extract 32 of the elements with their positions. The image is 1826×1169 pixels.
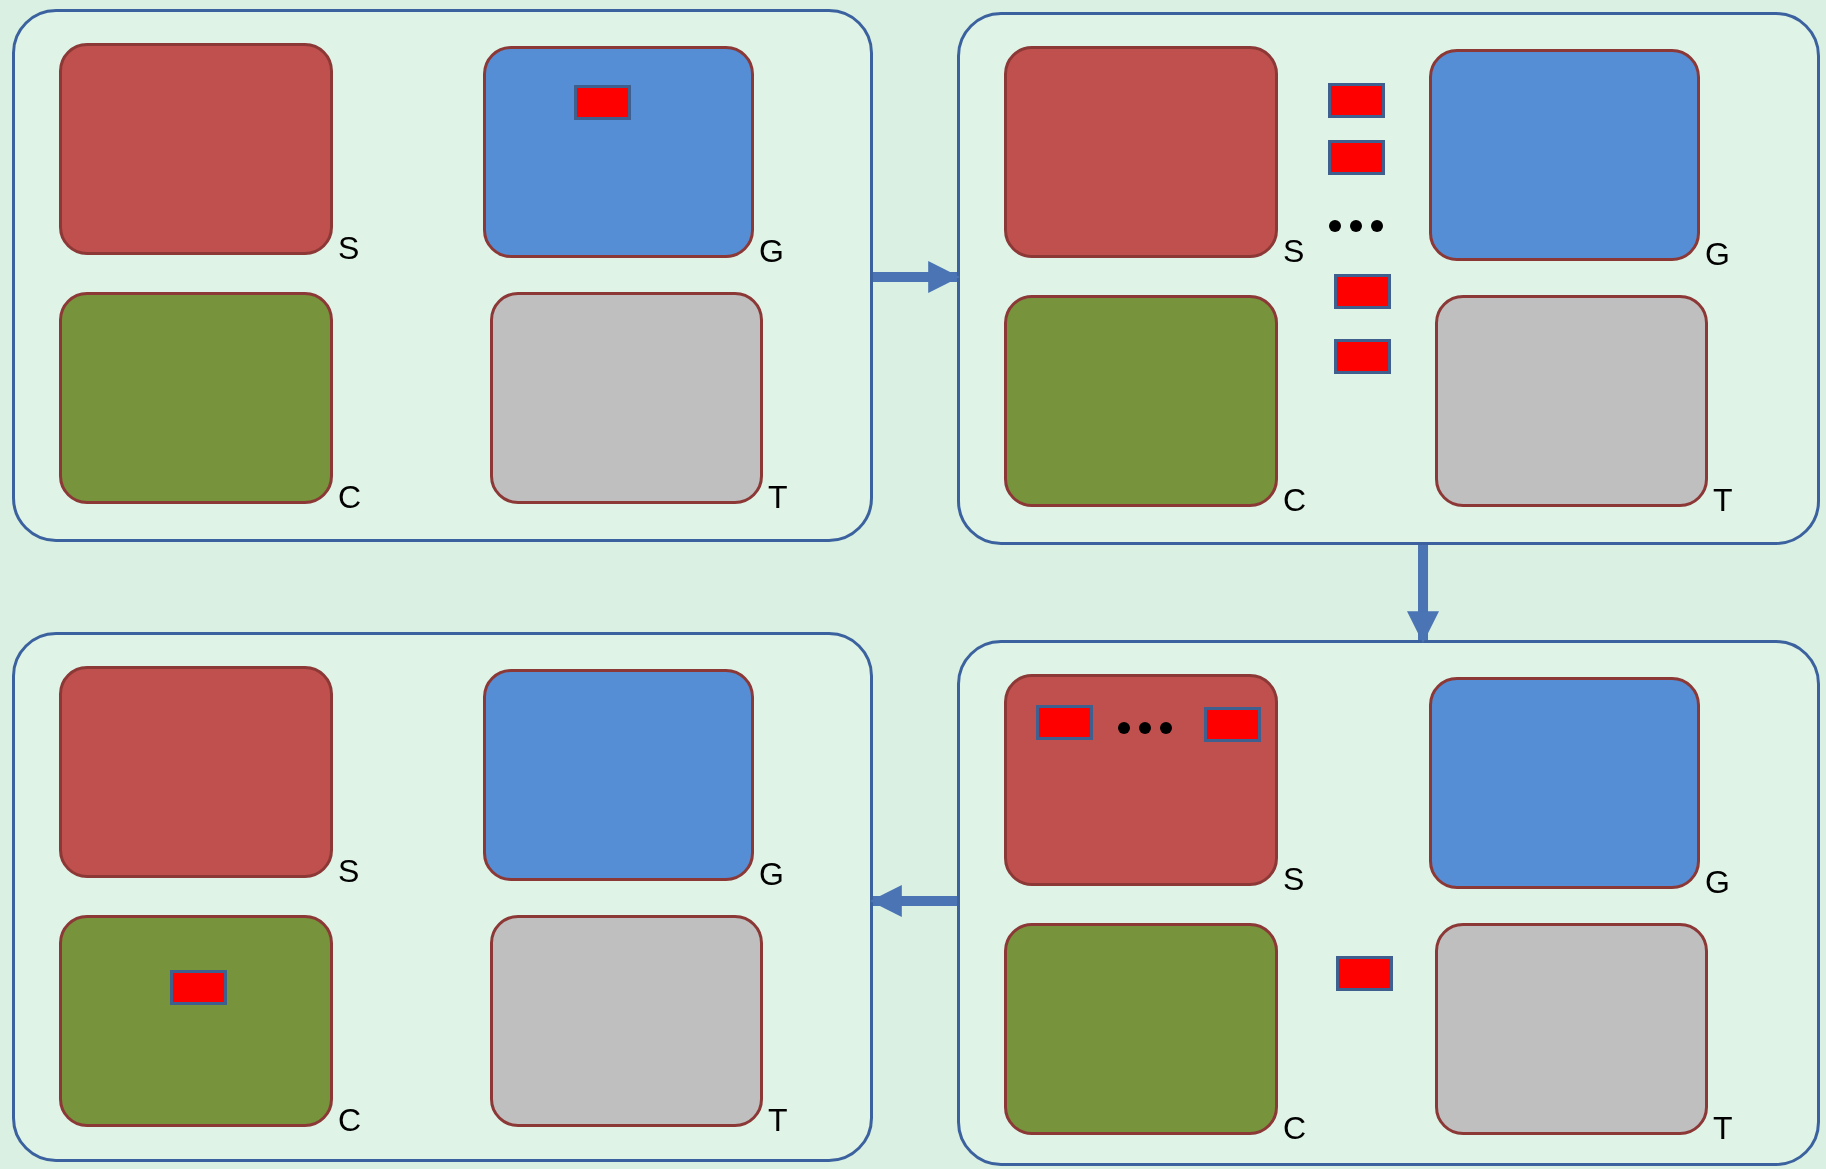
box-letter: G xyxy=(759,858,784,890)
box-letter: S xyxy=(1283,863,1305,895)
box-letter: T xyxy=(768,481,788,513)
stage-panel xyxy=(12,9,873,542)
packet-rectangle xyxy=(574,85,631,120)
stage-panel xyxy=(957,640,1820,1166)
box-letter: C xyxy=(338,1104,362,1136)
packet-rectangle xyxy=(1328,140,1385,175)
packet-rectangle xyxy=(1336,956,1393,991)
stage-panel xyxy=(12,632,873,1162)
packet-rectangle xyxy=(1334,274,1391,309)
box-letter: C xyxy=(1283,484,1307,516)
stage-panel xyxy=(957,12,1820,545)
block-arrow xyxy=(873,261,961,293)
box-letter: T xyxy=(1713,1112,1733,1144)
box-letter: G xyxy=(1705,866,1730,898)
box-letter: T xyxy=(1713,484,1733,516)
box-letter: S xyxy=(338,232,360,264)
packet-rectangle xyxy=(1204,707,1261,742)
box-letter: G xyxy=(1705,238,1730,270)
box-letter: C xyxy=(338,481,362,513)
packet-rectangle xyxy=(1334,339,1391,374)
packet-rectangle xyxy=(1328,83,1385,118)
packet-rectangle xyxy=(170,970,227,1005)
box-letter: T xyxy=(768,1104,788,1136)
block-arrow xyxy=(1407,545,1439,644)
block-arrow xyxy=(869,885,957,917)
box-letter: S xyxy=(338,855,360,887)
box-letter: C xyxy=(1283,1112,1307,1144)
box-letter: G xyxy=(759,235,784,267)
packet-rectangle xyxy=(1036,705,1093,740)
box-letter: S xyxy=(1283,235,1305,267)
